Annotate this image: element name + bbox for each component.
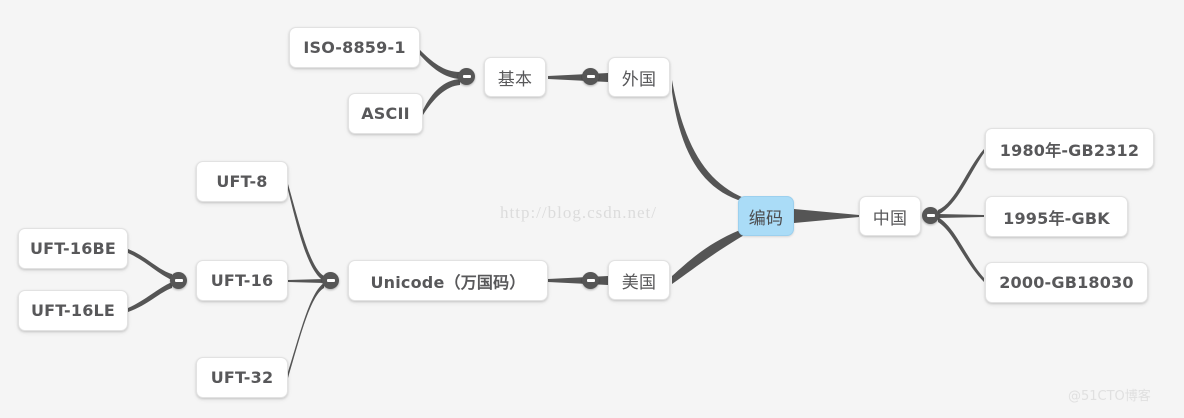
node-uft-16be[interactable]: UFT-16BE — [18, 228, 128, 269]
watermark-url: http://blog.csdn.net/ — [500, 203, 657, 222]
node-uft-8[interactable]: UFT-8 — [196, 161, 288, 202]
edge-waiguo-jiben — [548, 73, 608, 82]
node-gb18030[interactable]: 2000-GB18030 — [985, 262, 1148, 303]
node-zhongguo[interactable]: 中国 — [859, 196, 921, 236]
node-meiguo[interactable]: 美国 — [608, 260, 670, 300]
edge-zhongguo-gbk — [938, 214, 984, 218]
node-jiben[interactable]: 基本 — [484, 57, 546, 97]
edge-uft16-uft16le — [128, 282, 172, 312]
edge-unicode-uft8 — [288, 184, 324, 281]
collapse-toggle-zhongguo[interactable] — [922, 207, 939, 224]
node-waiguo[interactable]: 外国 — [608, 57, 670, 97]
collapse-toggle-jiben[interactable] — [458, 68, 475, 85]
collapse-toggle-meiguo[interactable] — [582, 272, 599, 289]
node-uft-16le[interactable]: UFT-16LE — [18, 290, 128, 331]
edge-root-meiguo — [672, 230, 746, 284]
edge-jiben-iso — [420, 50, 460, 79]
node-gbk[interactable]: 1995年-GBK — [985, 196, 1128, 237]
edge-jiben-ascii — [423, 79, 460, 115]
edge-uft16-uft16be — [128, 249, 172, 280]
edge-zhongguo-gb2312 — [938, 149, 984, 215]
edge-meiguo-unicode — [548, 276, 608, 285]
edge-unicode-uft16 — [288, 279, 324, 283]
collapse-toggle-uft-16[interactable] — [170, 272, 187, 289]
node-iso-8859-1[interactable]: ISO-8859-1 — [289, 27, 420, 68]
edge-unicode-uft32 — [288, 283, 324, 378]
node-uft-16[interactable]: UFT-16 — [196, 260, 288, 301]
collapse-toggle-unicode[interactable] — [322, 272, 339, 289]
collapse-toggle-waiguo[interactable] — [582, 68, 599, 85]
node-ascii[interactable]: ASCII — [348, 93, 423, 134]
watermark-brand: @51CTO博客 — [1068, 389, 1151, 404]
node-gb2312[interactable]: 1980年-GB2312 — [985, 128, 1154, 169]
edge-zhongguo-gb18030 — [938, 217, 984, 282]
node-root-bianma[interactable]: 编码 — [738, 196, 794, 236]
edge-root-waiguo — [672, 80, 744, 200]
node-unicode[interactable]: Unicode（万国码） — [348, 260, 548, 301]
edge-root-zhongguo — [794, 209, 859, 223]
node-uft-32[interactable]: UFT-32 — [196, 357, 288, 398]
